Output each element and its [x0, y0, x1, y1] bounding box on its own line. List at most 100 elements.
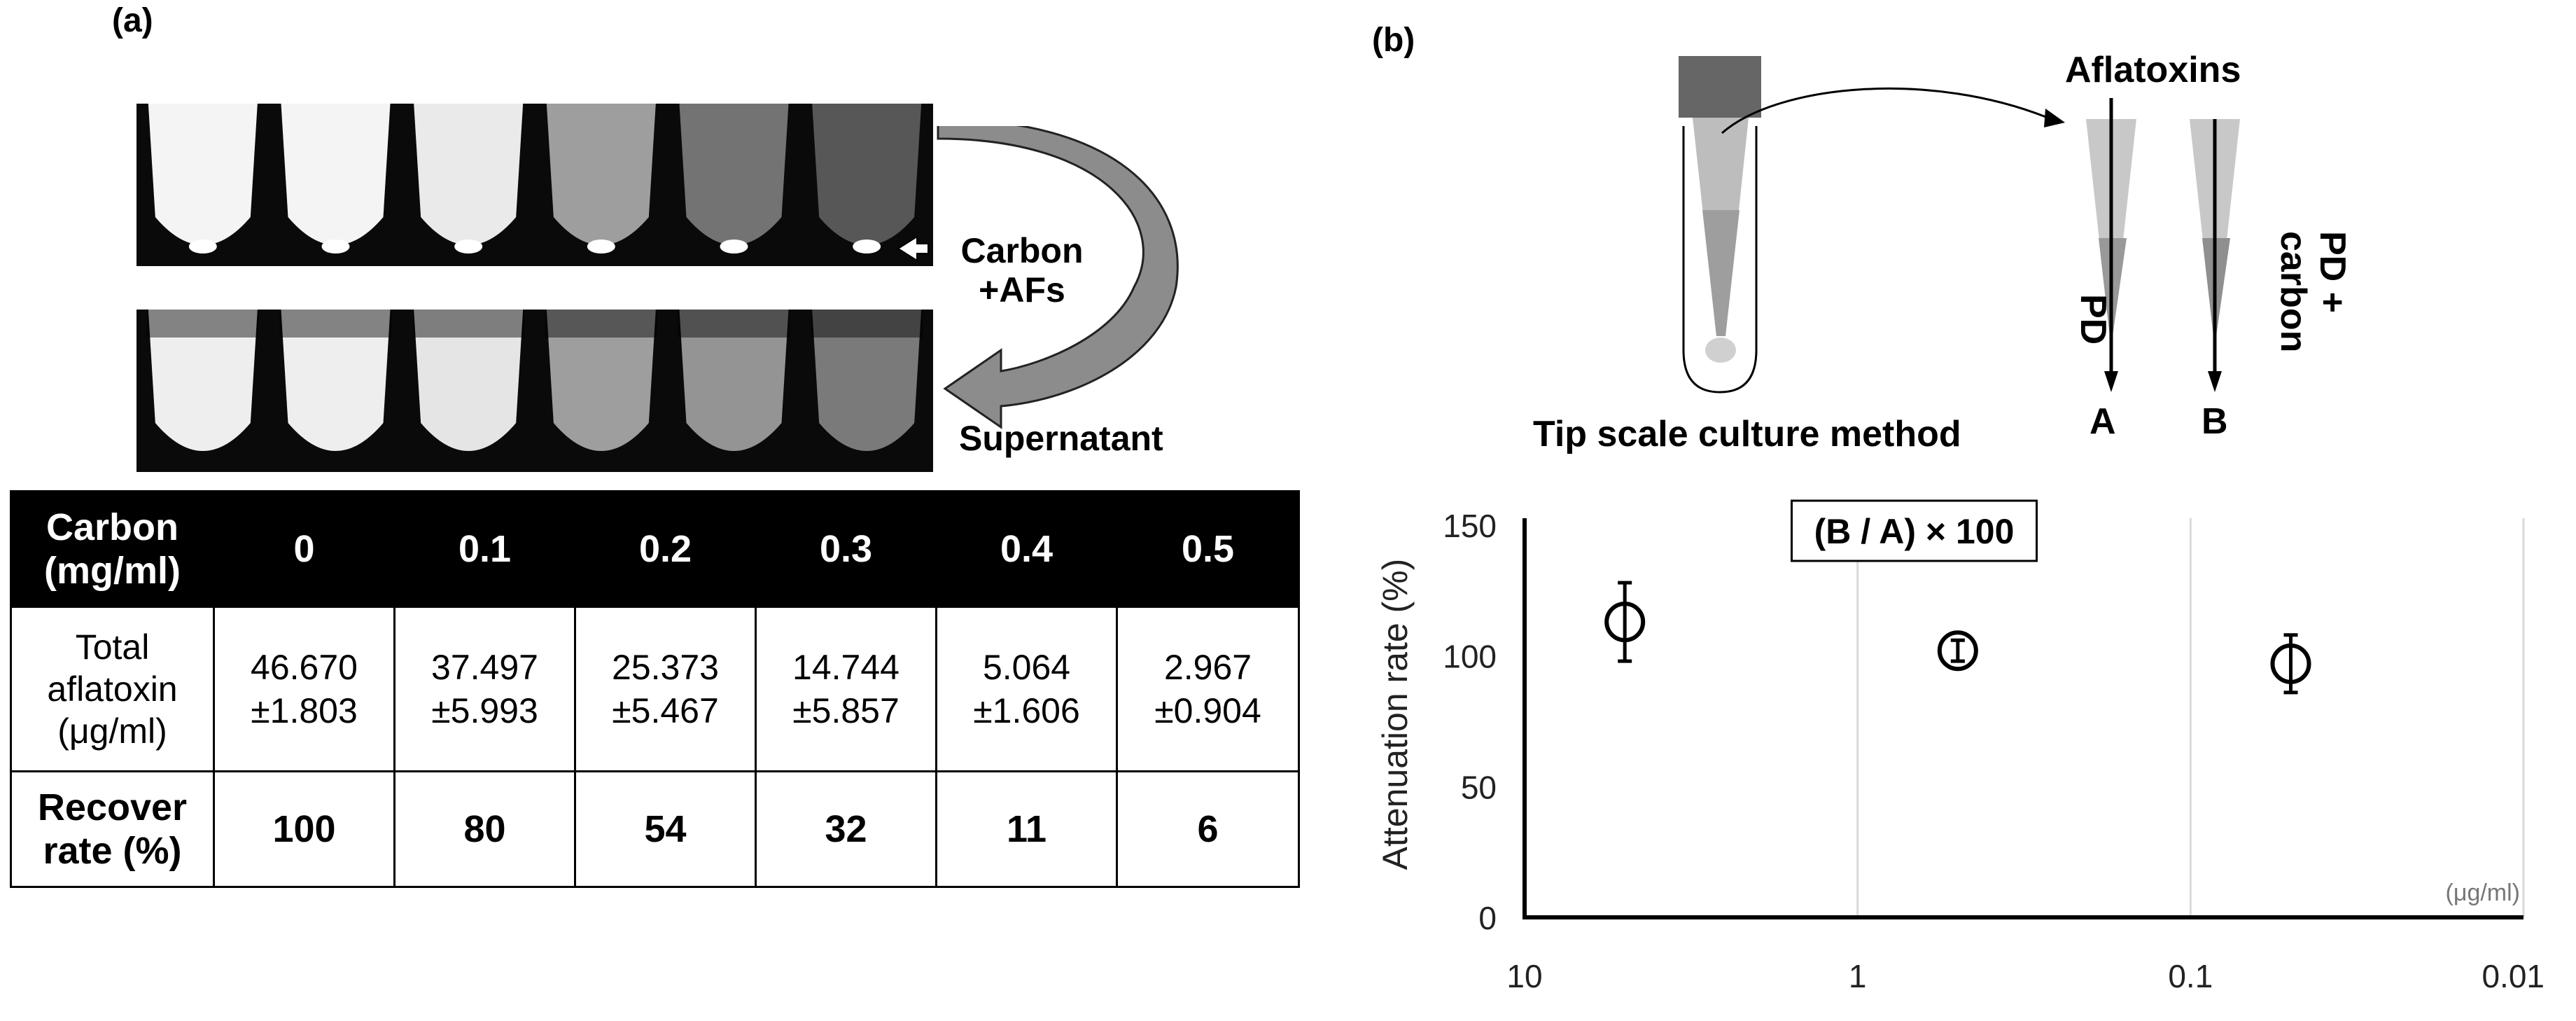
recover-rate-label: Recover rate (%) [10, 770, 215, 888]
a-label: A [2090, 401, 2116, 442]
y-tick-label: 150 [1443, 508, 1497, 544]
marker [1937, 630, 1978, 672]
transfer-arrow [1721, 87, 2052, 134]
recover-label-line2: rate (%) [43, 830, 182, 872]
carbon-col-header: 0.1 [393, 490, 576, 608]
sd-value: ±5.857 [792, 691, 899, 730]
table-cell: 11 [935, 770, 1118, 888]
tube-pellet [321, 239, 350, 253]
y-tick-label: 50 [1461, 769, 1497, 805]
tube-rim [811, 310, 923, 338]
tip-cap [1679, 56, 1761, 118]
arrow-b-head [2208, 371, 2222, 392]
b-label: B [2202, 401, 2228, 442]
test-tube [1682, 126, 1758, 394]
tube [281, 104, 391, 245]
tube-pellet [720, 239, 748, 253]
photo-carbon-afs [136, 104, 933, 266]
table-cell: 54 [574, 770, 757, 888]
carbon-afs-caption: Carbon +AFs [938, 231, 1106, 310]
arrow-a-head [2104, 371, 2118, 392]
panel-a-label: (a) [112, 2, 153, 39]
table-cell: 32 [755, 770, 937, 888]
panel-b-label: (b) [1372, 22, 1415, 59]
carbon-afs-line1: Carbon [960, 231, 1084, 270]
mean-value: 37.497 [431, 648, 538, 687]
carbon-col-header: 0 [213, 490, 396, 608]
photo-supernatant [136, 310, 933, 472]
tube [812, 310, 922, 451]
x-tick-label: 1 [1849, 958, 1867, 994]
method-label: Tip scale culture method [1533, 414, 1961, 454]
mean-value: 25.373 [612, 648, 719, 687]
tube [414, 104, 524, 245]
carbon-header-line2: (mg/ml) [44, 550, 181, 592]
total-label-line1: Total [75, 627, 150, 667]
pd-carbon-label: PD + carbon [2273, 231, 2353, 353]
sd-value: ±0.904 [1154, 691, 1261, 730]
table-cell: 46.670±1.803 [213, 606, 396, 772]
tip-culture-diagram [1679, 56, 2240, 394]
mean-value: 5.064 [982, 648, 1071, 687]
tube-rim [678, 310, 790, 338]
tube [812, 104, 922, 245]
pointer-arrow-icon [897, 235, 929, 262]
carbon-header: Carbon (mg/ml) [10, 490, 215, 608]
table-header-row: Carbon (mg/ml) 0 0.1 0.2 0.3 0.4 0.5 [10, 490, 1300, 608]
tube-pellet [188, 239, 217, 253]
carbon-col-header: 0.3 [755, 490, 937, 608]
aflatoxins-label: Aflatoxins [2065, 50, 2241, 90]
sd-value: ±5.467 [612, 691, 719, 730]
pd-carbon-line1: PD + [2312, 231, 2353, 314]
y-axis-label: Attenuation rate (%) [1376, 559, 1415, 870]
table-cell: 5.064 ±1.606 [935, 606, 1118, 772]
tube [281, 310, 391, 451]
tube-rim [545, 310, 657, 338]
x-tick-label: 0.1 [2168, 958, 2213, 994]
tube-rim [279, 310, 392, 338]
tube-photo-bottom [146, 310, 923, 451]
tube-pellet [853, 239, 881, 253]
carbon-header-line1: Carbon [46, 506, 178, 548]
tube [679, 310, 789, 451]
x-tick-label: 0.01 [2482, 958, 2544, 994]
table-cell: 14.744 ±5.857 [755, 606, 937, 772]
pd-label: PD [2073, 294, 2113, 345]
transfer-arrow-head [2044, 109, 2065, 127]
tube [148, 104, 258, 245]
carbon-col-header: 0.5 [1116, 490, 1300, 608]
chart-grid [1523, 518, 2525, 917]
x-tick-label: 10 [1506, 958, 1542, 994]
tube-rim [412, 310, 525, 338]
table-row: Recover rate (%) 100 80 54 32 11 6 [10, 770, 1300, 888]
annotation-box [1791, 499, 2038, 562]
supernatant-caption: Supernatant [959, 419, 1163, 458]
sd-value: ±1.803 [251, 691, 358, 730]
data-points [1604, 581, 2311, 695]
tube [414, 310, 524, 451]
tube-pellet [587, 239, 615, 253]
pd-carbon-line2: carbon [2273, 231, 2314, 353]
table-row: Total aflatoxin (μg/ml) 46.670±1.803 37.… [10, 606, 1300, 772]
total-aflatoxin-label: Total aflatoxin (μg/ml) [10, 606, 215, 772]
tube-pellet [454, 239, 483, 253]
tube-photo-top [148, 104, 922, 253]
tube [546, 104, 656, 245]
recovery-table: Carbon (mg/ml) 0 0.1 0.2 0.3 0.4 0.5 Tot… [10, 490, 1300, 888]
carbon-afs-line2: +AFs [979, 270, 1065, 310]
marker [2270, 643, 2311, 684]
tip-lower [1702, 210, 1740, 336]
data-point [2270, 633, 2311, 695]
annotation-text: (B / A) × 100 [1814, 512, 2015, 551]
mean-value: 14.744 [792, 648, 899, 687]
mean-value: 2.967 [1163, 648, 1252, 687]
tube-rim [146, 310, 259, 338]
data-point [1604, 581, 1646, 663]
sd-value: ±1.606 [973, 691, 1080, 730]
tube [679, 104, 789, 245]
x-unit-label: (μg/ml) [2446, 880, 2520, 906]
culture-medium [1705, 338, 1736, 363]
total-label-line3: (μg/ml) [57, 711, 167, 751]
carbon-col-header: 0.4 [935, 490, 1118, 608]
